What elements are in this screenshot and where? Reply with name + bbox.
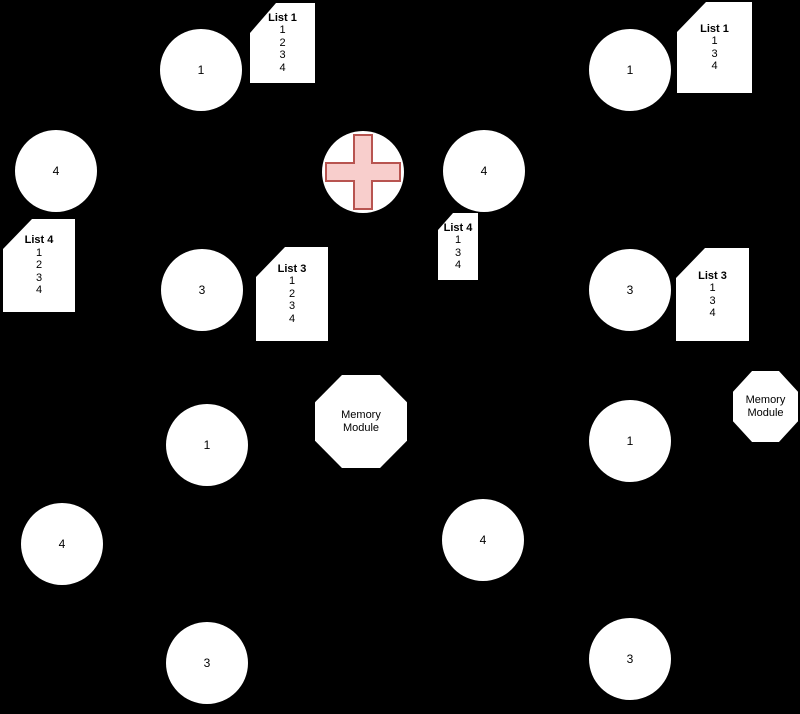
- doc-item: 1: [709, 282, 716, 294]
- doc-item: 3: [288, 300, 296, 313]
- node-label: 4: [479, 533, 487, 547]
- right-doc-list-3: List 3 1 3 4: [676, 248, 749, 341]
- left-memory-module-octagon: Memory Module: [315, 375, 407, 468]
- doc-item: 3: [35, 271, 43, 284]
- right-circle-3-bottom: 3: [589, 618, 671, 700]
- left-doc-list-3: List 3 1 2 3 4: [256, 247, 328, 341]
- doc-item: 3: [279, 49, 286, 62]
- left-circle-1-bottom: 1: [166, 404, 248, 486]
- right-doc-list-4: List 4 1 3 4: [438, 213, 478, 280]
- node-label: 1: [203, 438, 211, 452]
- doc-item: 1: [711, 35, 718, 47]
- right-circle-3-mid: 3: [589, 249, 671, 331]
- doc-title: List 4: [443, 221, 473, 234]
- doc-item: 4: [454, 259, 462, 271]
- doc-title: List 1: [268, 11, 297, 24]
- left-circle-3-bottom: 3: [166, 622, 248, 704]
- right-memory-module-octagon: Memory Module: [733, 371, 798, 442]
- right-circle-4-bottom: 4: [442, 499, 524, 581]
- doc-item: 3: [454, 246, 462, 259]
- doc-item: 2: [35, 259, 43, 272]
- doc-item: 2: [288, 287, 296, 300]
- doc-item: 4: [288, 312, 296, 325]
- doc-item: 1: [288, 275, 296, 288]
- memory-module-label: Memory Module: [745, 393, 786, 419]
- node-label: 3: [198, 283, 206, 297]
- right-circle-1-top: 1: [589, 29, 671, 111]
- doc-title: List 3: [698, 269, 727, 282]
- doc-item: 3: [711, 47, 718, 60]
- left-doc-list-4: List 4 1 2 3 4: [3, 219, 75, 312]
- doc-title: List 1: [700, 22, 729, 35]
- left-circle-4-mid: 4: [15, 130, 97, 212]
- node-label: 3: [626, 283, 634, 297]
- node-label: 3: [626, 652, 634, 666]
- doc-title: List 3: [277, 262, 307, 275]
- memory-module-label: Memory Module: [341, 408, 381, 434]
- left-circle-1-top: 1: [160, 29, 242, 111]
- doc-item: 1: [279, 24, 286, 37]
- doc-item: 4: [711, 60, 718, 72]
- node-label: 1: [626, 434, 634, 448]
- doc-item: 4: [35, 284, 43, 297]
- right-doc-list-1: List 1 1 3 4: [677, 2, 752, 93]
- doc-item: 2: [279, 36, 286, 49]
- node-label: 3: [203, 656, 211, 670]
- node-label: 1: [197, 63, 205, 77]
- left-doc-list-1: List 1 1 2 3 4: [250, 3, 315, 83]
- node-label: 4: [58, 537, 66, 551]
- right-circle-4-mid: 4: [443, 130, 525, 212]
- node-label: 4: [480, 164, 488, 178]
- doc-item: 3: [709, 294, 716, 307]
- node-label: 1: [626, 63, 634, 77]
- doc-item: 1: [454, 234, 462, 246]
- doc-item: 1: [35, 246, 43, 259]
- doc-item: 4: [709, 307, 716, 319]
- plus-cross-icon: [325, 134, 401, 210]
- doc-item: 4: [279, 61, 286, 74]
- node-label: 4: [52, 164, 60, 178]
- left-circle-4-bottom: 4: [21, 503, 103, 585]
- left-circle-3-mid: 3: [161, 249, 243, 331]
- doc-title: List 4: [24, 234, 54, 247]
- cross-node-circle: [322, 131, 404, 213]
- right-circle-1-bottom: 1: [589, 400, 671, 482]
